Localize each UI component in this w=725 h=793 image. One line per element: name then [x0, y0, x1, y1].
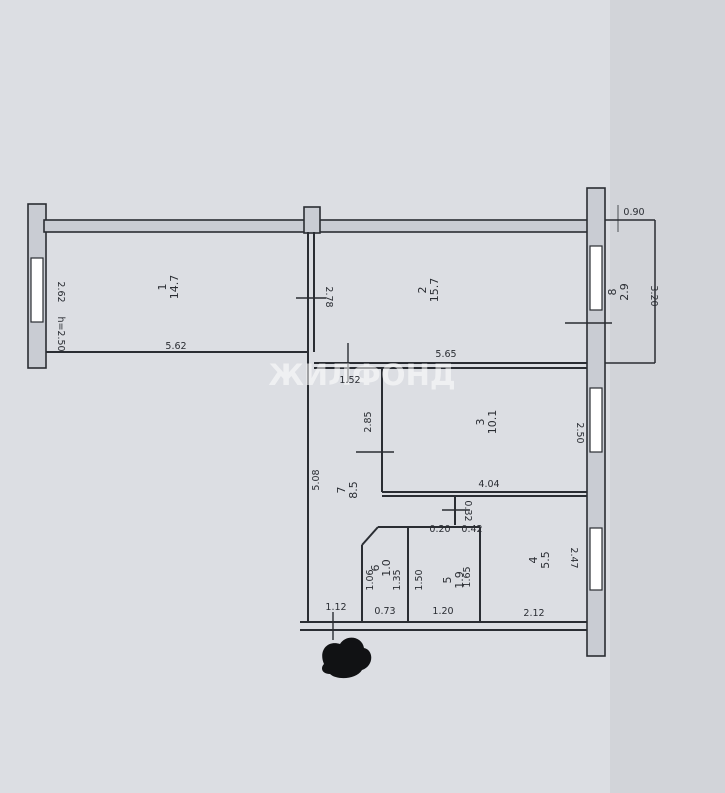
dim-room2-length: 5.65	[435, 349, 456, 360]
dim-room1-length: 5.62	[165, 341, 186, 352]
dim-042: 0.42	[461, 524, 482, 535]
dim-106: 1.06	[365, 569, 376, 590]
room-5-area: 1.9	[453, 571, 466, 589]
partitions	[46, 219, 656, 631]
room-6-number: 6	[369, 565, 382, 572]
dim-room1-width: 2.62	[55, 281, 66, 302]
dim-room3-length: 4.04	[478, 479, 499, 490]
room-2-area: 15.7	[428, 278, 441, 303]
dim-020: 0.20	[429, 524, 450, 535]
dim-ceiling-height: h=2.50	[55, 316, 66, 351]
room-4-number: 4	[527, 557, 540, 564]
dim-135: 1.35	[392, 569, 403, 590]
room-3-area: 10.1	[486, 410, 499, 435]
top-wall-left	[43, 219, 309, 233]
room-2-number: 2	[416, 287, 429, 294]
dim-112: 1.12	[325, 602, 346, 613]
room-6-area: 1.0	[380, 559, 393, 577]
dim-room3-width: 2.85	[363, 411, 374, 432]
dim-balcony-length: 3.20	[648, 285, 659, 306]
room-3-number: 3	[474, 419, 487, 426]
dim-room4-length: 2.12	[523, 608, 544, 619]
dim-partition-1-2: 2.78	[323, 286, 334, 307]
dim-opening: 1.52	[339, 375, 360, 386]
dim-073: 0.73	[374, 606, 395, 617]
dim-room3-side: 2.50	[574, 422, 585, 443]
pillar-top	[303, 206, 321, 234]
door-marks	[296, 297, 612, 640]
dim-balcony-depth: 0.90	[623, 207, 644, 218]
room-1-area: 14.7	[168, 275, 181, 300]
dim-hall-length: 5.08	[311, 469, 322, 490]
room-4-area: 5.5	[539, 551, 552, 569]
ink-blot	[322, 637, 372, 679]
dim-room4-side: 2.47	[568, 547, 579, 568]
window-room2	[589, 245, 603, 311]
room-8-number: 8	[606, 289, 619, 296]
room-8-area: 2.9	[618, 283, 631, 301]
windows	[30, 245, 603, 591]
top-wall-right	[317, 219, 593, 233]
room-labels: 1 14.7 2 15.7 3 10.1 4 5.5 5 1.9 6 1.0 7…	[156, 275, 631, 589]
room-7-area: 8.5	[347, 481, 360, 499]
dim-120: 1.20	[432, 606, 453, 617]
window-room4	[589, 527, 603, 591]
room-1-number: 1	[156, 284, 169, 291]
window-room1	[30, 257, 44, 323]
room-5-number: 5	[441, 577, 454, 584]
window-room3	[589, 387, 603, 453]
dim-150: 1.50	[414, 569, 425, 590]
room-7-number: 7	[335, 487, 348, 494]
dim-032: 0.32	[462, 500, 473, 521]
dimension-labels: 5.62 2.62 h=2.50 2.78 5.65 0.90 3.20 1.5…	[55, 207, 659, 619]
watermark: ЖИЛФОНД	[268, 358, 455, 392]
dim-165: 1.65	[462, 566, 473, 587]
